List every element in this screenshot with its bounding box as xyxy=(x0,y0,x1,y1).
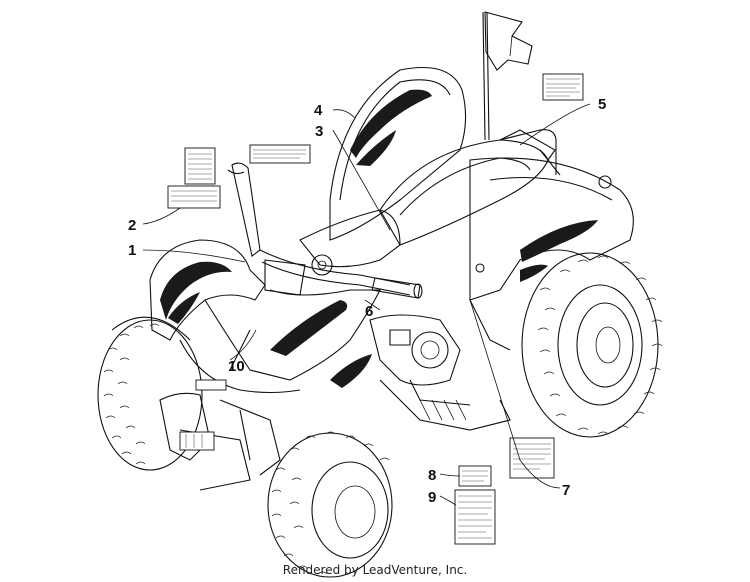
warning-label-9 xyxy=(454,489,496,545)
rear-right-tire xyxy=(521,252,663,438)
warning-label-7 xyxy=(509,437,555,479)
rear-rack xyxy=(499,129,557,175)
callout-3: 3 xyxy=(315,123,323,140)
render-credit: Rendered by LeadVenture, Inc. xyxy=(282,563,468,577)
callout-6: 6 xyxy=(365,303,373,320)
handlebars xyxy=(227,162,423,299)
safety-flag xyxy=(482,11,533,141)
callout-1: 1 xyxy=(128,242,136,259)
seat xyxy=(379,129,556,246)
front-bumper xyxy=(159,379,281,491)
front-fender xyxy=(149,239,381,394)
warning-label-2 xyxy=(167,147,221,209)
callout-8: 8 xyxy=(428,467,436,484)
callout-4: 4 xyxy=(314,102,323,119)
front-left-tire xyxy=(97,316,203,471)
callout-7: 7 xyxy=(562,482,570,499)
engine-frame xyxy=(369,263,511,431)
warning-label-5 xyxy=(542,73,584,101)
warning-label-8 xyxy=(458,465,492,487)
callout-10: 10 xyxy=(228,358,245,375)
front-right-tire xyxy=(267,431,393,578)
fuel-tank xyxy=(299,209,401,268)
rear-fender xyxy=(469,149,634,301)
callout-2: 2 xyxy=(128,217,136,234)
callout-5: 5 xyxy=(598,96,606,113)
warning-label-3 xyxy=(249,144,311,164)
front-panel xyxy=(329,66,467,241)
callout-9: 9 xyxy=(428,489,436,506)
leader-lines xyxy=(142,103,591,506)
